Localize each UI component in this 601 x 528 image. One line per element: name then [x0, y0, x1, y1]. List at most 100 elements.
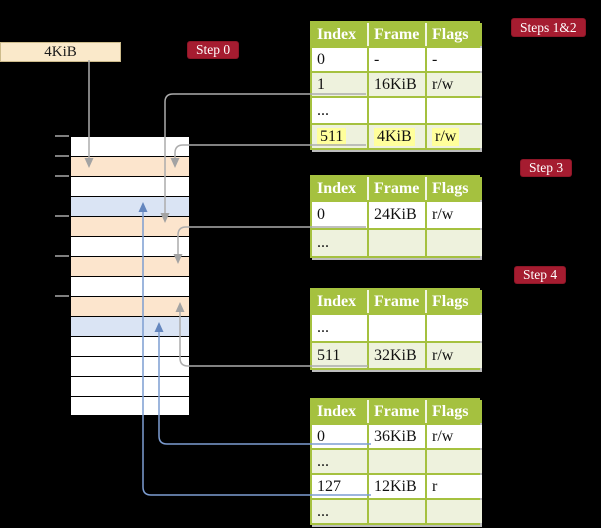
- cell-text: ...: [317, 101, 329, 119]
- table-cell: ...: [312, 98, 367, 123]
- column-header-index: Index: [312, 177, 367, 200]
- table-cell: ...: [312, 315, 367, 341]
- table-cell: 0: [312, 48, 367, 71]
- cell-text: 32KiB: [374, 346, 417, 364]
- table-cell: r/w: [427, 343, 482, 368]
- table-cell: [427, 450, 482, 473]
- table-cell: -: [369, 48, 425, 71]
- column-header-index: Index: [312, 290, 367, 313]
- cell-text: 24KiB: [374, 206, 417, 223]
- table-cell: [427, 315, 482, 341]
- column-header-frame: Frame: [369, 177, 425, 200]
- table-cell: [369, 315, 425, 341]
- memory-frame-row-peach: [71, 217, 189, 237]
- cell-text: 12KiB: [374, 477, 417, 495]
- badge-step-0: Step 0: [188, 42, 239, 58]
- cell-text: ...: [317, 452, 329, 470]
- cell-text: r/w: [432, 346, 454, 364]
- table-cell: 4KiB: [369, 125, 425, 148]
- cell-text: r/w: [432, 75, 454, 93]
- column-header-index: Index: [312, 23, 367, 46]
- memory-frame-row-peach: [71, 157, 189, 177]
- badge-steps-1-2-label: Steps 1&2: [520, 19, 577, 35]
- tick-mark: [55, 155, 69, 157]
- memory-frame-row-blue: [71, 197, 189, 217]
- cell-text: 0: [317, 206, 325, 223]
- highlighted-cell-text: r/w: [432, 127, 460, 146]
- table-cell: r: [427, 475, 482, 498]
- memory-frame-row-white: [71, 137, 189, 157]
- column-header-frame: Frame: [369, 290, 425, 313]
- table-cell: [369, 98, 425, 123]
- tick-mark: [55, 135, 69, 137]
- table-cell: ...: [312, 450, 367, 473]
- table-cell: r/w: [427, 425, 482, 448]
- table-cell: [427, 98, 482, 123]
- column-header-frame: Frame: [369, 400, 425, 423]
- column-header-frame: Frame: [369, 23, 425, 46]
- table-cell: r/w: [427, 202, 482, 228]
- column-header-flags: Flags: [427, 400, 482, 423]
- badge-step-4: Step 4: [515, 267, 566, 283]
- table-cell: [427, 230, 482, 256]
- tick-mark: [55, 295, 69, 297]
- memory-frame-row-white: [71, 337, 189, 357]
- table-cell: 511: [312, 125, 367, 148]
- memory-frame-row-blue: [71, 317, 189, 337]
- cell-text: 0: [317, 427, 325, 445]
- table-cell: 127: [312, 475, 367, 498]
- table-cell: 24KiB: [369, 202, 425, 228]
- column-header-flags: Flags: [427, 23, 482, 46]
- badge-step-4-label: Step 4: [523, 267, 558, 282]
- cell-text: ...: [317, 319, 329, 336]
- table-cell: 16KiB: [369, 73, 425, 96]
- badge-step-3-label: Step 3: [529, 160, 564, 175]
- tick-mark: [55, 215, 69, 217]
- table-cell: 12KiB: [369, 475, 425, 498]
- cell-text: ...: [317, 502, 329, 520]
- table-cell: 0: [312, 425, 367, 448]
- highlighted-cell-text: 4KiB: [374, 127, 415, 146]
- table-cell: [369, 230, 425, 256]
- cell-text: 511: [317, 346, 341, 364]
- cell-text: 1: [317, 75, 325, 93]
- cell-text: 0: [317, 50, 325, 68]
- table-cell: -: [427, 48, 482, 71]
- cell-text: ...: [317, 234, 329, 251]
- memory-frame-row-white: [71, 277, 189, 297]
- memory-stack: [70, 136, 190, 416]
- table-cell: 0: [312, 202, 367, 228]
- column-header-index: Index: [312, 400, 367, 423]
- table-cell: r/w: [427, 73, 482, 96]
- cell-text: -: [374, 50, 380, 68]
- cell-text: 16KiB: [374, 75, 417, 93]
- memory-frame-row-white: [71, 357, 189, 377]
- table-cell: 36KiB: [369, 425, 425, 448]
- root-pointer-label: 4KiB: [44, 43, 77, 60]
- table-cell: 1: [312, 73, 367, 96]
- root-pointer-box: 4KiB: [0, 42, 121, 62]
- badge-steps-1-2: Steps 1&2: [512, 19, 585, 36]
- tick-mark: [55, 255, 69, 257]
- highlighted-cell-text: 511: [317, 127, 347, 146]
- memory-frame-row-white: [71, 237, 189, 257]
- table-cell: 511: [312, 343, 367, 368]
- table-cell: ...: [312, 500, 367, 523]
- tick-mark: [55, 175, 69, 177]
- cell-text: r: [432, 477, 438, 495]
- memory-frame-row-peach: [71, 257, 189, 277]
- badge-step-0-label: Step 0: [196, 42, 231, 57]
- table-cell: [427, 500, 482, 523]
- table-cell: [369, 450, 425, 473]
- memory-frame-row-white: [71, 177, 189, 197]
- memory-frame-row-white: [71, 397, 189, 415]
- cell-text: r/w: [432, 206, 454, 223]
- column-header-flags: Flags: [427, 290, 482, 313]
- cell-text: -: [432, 50, 438, 68]
- table-cell: 32KiB: [369, 343, 425, 368]
